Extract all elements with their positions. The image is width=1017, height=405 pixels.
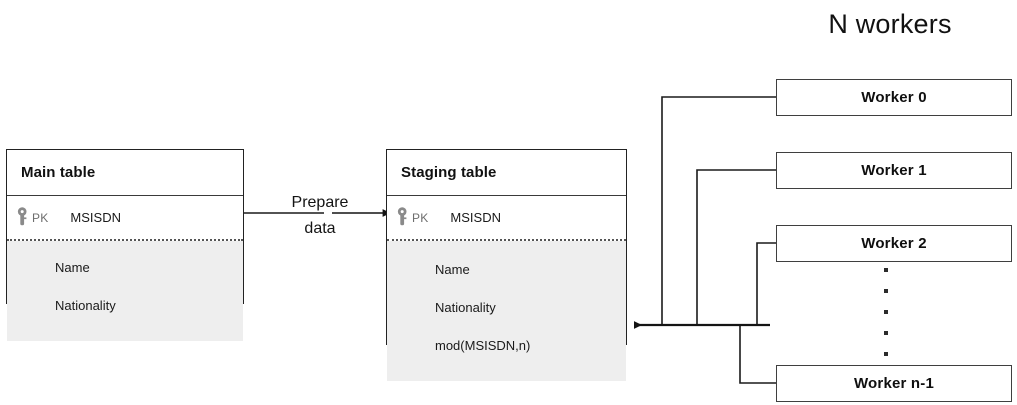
workers-group-title: N workers xyxy=(828,9,952,39)
ellipsis-dot xyxy=(884,289,888,293)
key-icon xyxy=(397,207,411,226)
staging-table-attribute-mod: mod(MSISDN,n) xyxy=(435,338,531,353)
staging-table-pk-field: MSISDN xyxy=(450,210,501,225)
entity-staging-table[interactable]: Staging table PK MSISDN Name Nationality… xyxy=(386,149,627,381)
ellipsis-dot xyxy=(884,331,888,335)
entity-main-table[interactable]: Main table PK MSISDN Name Nationality xyxy=(6,149,244,341)
staging-table-title: Staging table xyxy=(387,150,626,196)
prepare-data-label-line2: data xyxy=(304,220,336,237)
key-icon xyxy=(17,207,31,226)
ellipsis-dot xyxy=(884,310,888,314)
worker-box-n-1[interactable]: Worker n-1 xyxy=(776,365,1012,402)
staging-table-attribute-nationality: Nationality xyxy=(435,300,496,315)
worker-label: Worker 1 xyxy=(861,162,927,179)
worker-box-0[interactable]: Worker 0 xyxy=(776,79,1012,116)
connector-worker-0 xyxy=(661,96,776,325)
connector-worker-2 xyxy=(756,242,776,325)
main-table-attribute-name: Name xyxy=(55,260,90,275)
main-table-pk-row: PK MSISDN xyxy=(7,196,243,241)
staging-table-pk-badge: PK xyxy=(412,210,429,225)
main-table-attribute-nationality: Nationality xyxy=(55,298,116,313)
vertical-ellipsis xyxy=(878,268,894,356)
prepare-data-label: Prepare data xyxy=(268,190,372,242)
connector-worker-1 xyxy=(696,169,776,325)
worker-box-2[interactable]: Worker 2 xyxy=(776,225,1012,262)
ellipsis-dot xyxy=(884,352,888,356)
worker-label: Worker n-1 xyxy=(853,375,935,392)
worker-box-1[interactable]: Worker 1 xyxy=(776,152,1012,189)
main-table-attributes: Name Nationality xyxy=(7,241,243,341)
prepare-data-label-line1: Prepare xyxy=(291,194,349,211)
ellipsis-dot xyxy=(884,268,888,272)
worker-label: Worker 2 xyxy=(861,235,927,252)
main-table-pk-badge: PK xyxy=(32,210,49,225)
connector-worker-n1 xyxy=(739,325,776,384)
worker-label: Worker 0 xyxy=(861,89,927,106)
staging-table-pk-row: PK MSISDN xyxy=(387,196,626,241)
main-table-title: Main table xyxy=(7,150,243,196)
staging-table-attribute-name: Name xyxy=(435,262,470,277)
staging-table-attributes: Name Nationality mod(MSISDN,n) xyxy=(387,241,626,381)
main-table-pk-field: MSISDN xyxy=(70,210,121,225)
